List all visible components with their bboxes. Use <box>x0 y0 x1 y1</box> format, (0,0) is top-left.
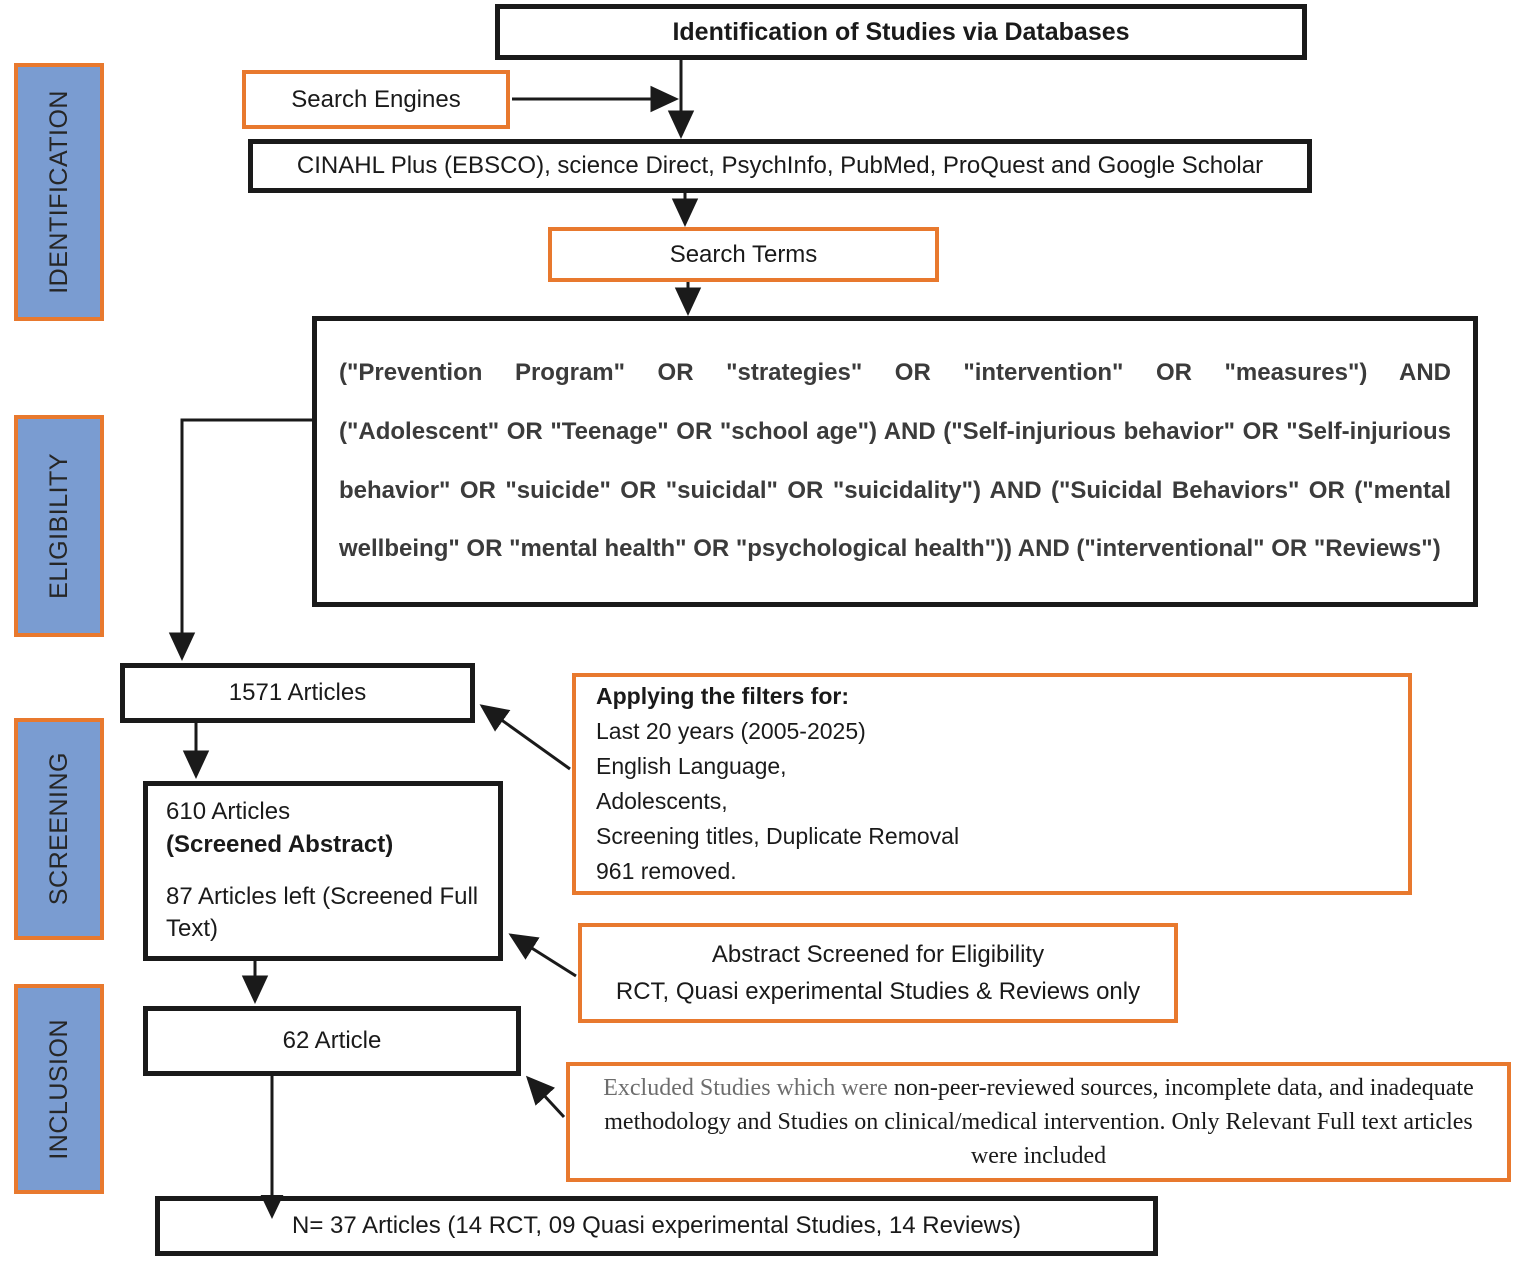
query-line-4: wellbeing" OR "mental health" OR "psycho… <box>339 535 1441 563</box>
phase-label-identification: IDENTIFICATION <box>14 63 104 321</box>
filters-line-1: Last 20 years (2005-2025) <box>596 718 866 745</box>
connector-abstract-to-screening <box>508 933 577 978</box>
filters-line-2: English Language, <box>596 753 787 780</box>
excluded-rest: non-peer-reviewed sources, incomplete da… <box>604 1074 1474 1170</box>
phase-label-identification-text: IDENTIFICATION <box>44 90 73 294</box>
phase-label-screening-text: SCREENING <box>44 752 73 906</box>
filters-line-3: Adolescents, <box>596 788 728 814</box>
search-query-text: ("Prevention Program" OR "strategies" OR… <box>317 344 1473 579</box>
search-terms-text: Search Terms <box>669 240 818 268</box>
filters-line-4: Screening titles, Duplicate Removal <box>596 822 960 849</box>
phase-label-eligibility-text: ELIGIBILITY <box>44 453 73 599</box>
phase-label-inclusion-text: INCLUSION <box>44 1018 73 1160</box>
phase-label-screening: SCREENING <box>14 718 104 940</box>
records-identified-box: 1571 Articles <box>120 663 475 723</box>
connector-excluded-to-62 <box>525 1075 566 1119</box>
final-included-box: N= 37 Articles (14 RCT, 09 Quasi experim… <box>155 1196 1158 1256</box>
final-included-text: N= 37 Articles (14 RCT, 09 Quasi experim… <box>292 1212 1021 1239</box>
databases-box: CINAHL Plus (EBSCO), science Direct, Psy… <box>248 139 1312 193</box>
diagram-title-text: Identification of Studies via Databases <box>672 17 1130 46</box>
databases-text: CINAHL Plus (EBSCO), science Direct, Psy… <box>296 152 1264 179</box>
diagram-title-box: Identification of Studies via Databases <box>495 4 1307 60</box>
filters-note-text: Applying the filters for: Last 20 years … <box>576 679 1408 889</box>
query-line-3: behavior" OR "suicide" OR "suicidal" OR … <box>339 476 1451 504</box>
screened-abstract-count: 610 Articles <box>166 798 291 826</box>
screening-box-text: 610 Articles (Screened Abstract) 87 Arti… <box>148 796 498 946</box>
connector-filters-to-records <box>479 704 571 771</box>
abstract-screen-line-1: Abstract Screened for Eligibility <box>711 940 1045 968</box>
search-engines-box: Search Engines <box>242 70 510 129</box>
abstract-screen-note-box: Abstract Screened for Eligibility RCT, Q… <box>578 923 1178 1023</box>
search-terms-box: Search Terms <box>548 227 939 282</box>
full-text-count: 87 Articles left (Screened Full Text) <box>166 883 479 943</box>
screening-box: 610 Articles (Screened Abstract) 87 Arti… <box>143 781 503 961</box>
screened-abstract-label: (Screened Abstract) <box>166 830 394 858</box>
abstract-screen-note-text: Abstract Screened for Eligibility RCT, Q… <box>582 936 1174 1010</box>
phase-label-inclusion: INCLUSION <box>14 984 104 1194</box>
search-engines-text: Search Engines <box>291 85 461 113</box>
article-62-text: 62 Article <box>282 1027 382 1054</box>
excluded-studies-note-text: Excluded Studies which were non-peer-rev… <box>570 1071 1507 1173</box>
excluded-lead: Excluded Studies which were <box>603 1074 894 1101</box>
article-62-box: 62 Article <box>143 1006 521 1076</box>
phase-label-eligibility: ELIGIBILITY <box>14 415 104 637</box>
query-line-1: ("Prevention Program" OR "strategies" OR… <box>339 358 1451 386</box>
records-identified-text: 1571 Articles <box>228 679 367 706</box>
search-query-box: ("Prevention Program" OR "strategies" OR… <box>312 316 1478 607</box>
filters-heading: Applying the filters for: <box>596 683 849 710</box>
filters-note-box: Applying the filters for: Last 20 years … <box>572 673 1412 895</box>
filters-line-5: 961 removed. <box>596 857 737 884</box>
abstract-screen-line-2: RCT, Quasi experimental Studies & Review… <box>615 978 1141 1005</box>
query-line-2: ("Adolescent" OR "Teenage" OR "school ag… <box>339 417 1451 445</box>
spacer <box>166 861 480 881</box>
excluded-studies-note-box: Excluded Studies which were non-peer-rev… <box>566 1062 1511 1182</box>
connector-query-to-records <box>168 418 312 661</box>
